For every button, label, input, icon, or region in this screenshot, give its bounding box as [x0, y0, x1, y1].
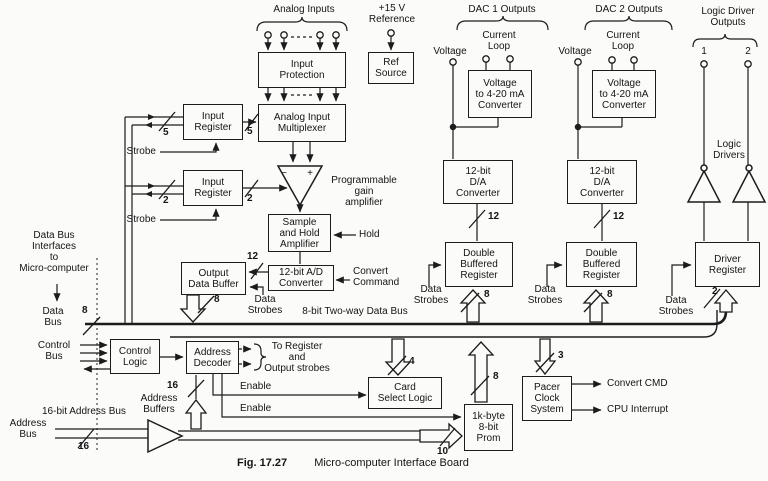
box-input-protection: Input Protection [258, 52, 346, 88]
width-10-prom-address: 10 [437, 446, 449, 457]
width-8-prom: 8 [493, 371, 499, 382]
driver-inverter-bubble-1 [700, 164, 708, 172]
width-12-dac2: 12 [613, 211, 625, 222]
width-8-dbr1: 8 [484, 289, 490, 300]
width-4-card-select: 4 [409, 356, 415, 367]
label-address-bus: Address Bus [9, 418, 47, 440]
label-data-strobes-buffer: Data Strobes [247, 294, 283, 316]
box-v-to-i-converter-2: Voltage to 4-20 mA Converter [592, 70, 656, 118]
label-dac1-outputs: DAC 1 Outputs [468, 4, 536, 15]
label-control-bus: Control Bus [37, 340, 71, 362]
label-convert-cmd: Convert CMD [607, 378, 668, 389]
figure-caption: Fig. 17.27 Micro-computer Interface Boar… [237, 457, 469, 469]
box-prom: 1k-byte 8-bit Prom [464, 404, 513, 451]
width-8-dbr2: 8 [607, 289, 613, 300]
box-output-data-buffer: Output Data Buffer [181, 262, 246, 295]
label-hold: Hold [359, 229, 380, 240]
box-card-select-logic: Card Select Logic [368, 377, 442, 409]
label-programmable-gain-amplifier: Programmable gain amplifier [331, 175, 397, 208]
label-data-bus: Data Bus [42, 306, 64, 328]
width-2-driver-register: 2 [712, 286, 718, 297]
logic-driver-triangle-1 [686, 169, 722, 203]
label-voltage-1: Voltage [433, 46, 467, 57]
pga-triangle [276, 165, 324, 207]
width-8-buffer-bus: 8 [214, 294, 220, 305]
box-ref-source: Ref Source [368, 52, 414, 84]
hollow-bus-arrows [179, 288, 739, 450]
label-data-strobes-dbr2: Data Strobes [527, 284, 563, 306]
width-8-data-bus: 8 [82, 305, 88, 316]
box-double-buffered-register-1: Double Buffered Register [445, 242, 513, 287]
wires [53, 36, 749, 441]
label-current-loop-1: Current Loop [482, 30, 516, 52]
label-address-buffers: Address Buffers [140, 393, 178, 415]
width-2-reg2-pga: 2 [247, 193, 253, 204]
label-output-1: 1 [701, 46, 707, 57]
width-5-bus-reg1: 5 [163, 127, 169, 138]
label-logic-drivers: Logic Drivers [713, 139, 745, 161]
figure-title: Micro-computer Interface Board [314, 457, 469, 469]
label-16bit-address-bus: 16-bit Address Bus [42, 406, 126, 417]
label-strobe-2: Strobe [126, 214, 156, 225]
box-address-decoder: Address Decoder [186, 341, 239, 374]
label-enable-1: Enable [240, 381, 272, 392]
box-input-register-2: Input Register [183, 170, 243, 206]
driver-inverter-bubble-2 [745, 164, 753, 172]
width-12-dac1: 12 [488, 211, 500, 222]
box-driver-register: Driver Register [695, 242, 760, 287]
label-output-2: 2 [745, 46, 751, 57]
box-pacer-clock-system: Pacer Clock System [522, 376, 572, 421]
box-dac-2: 12-bit D/A Converter [567, 160, 637, 204]
box-double-buffered-register-2: Double Buffered Register [566, 242, 637, 287]
label-convert-command: Convert Command [353, 266, 400, 288]
label-enable-2: Enable [240, 403, 272, 414]
address-buffer-triangle [147, 418, 184, 454]
io-terminals [264, 29, 752, 131]
amplifier-triangles [147, 164, 767, 454]
label-dac2-outputs: DAC 2 Outputs [595, 4, 663, 15]
width-3-pacer: 3 [558, 350, 564, 361]
box-v-to-i-converter-1: Voltage to 4-20 mA Converter [468, 70, 532, 118]
box-analog-input-multiplexer: Analog Input Multiplexer [258, 104, 346, 142]
width-16-decoder: 16 [167, 380, 179, 391]
label-voltage-2: Voltage [558, 46, 592, 57]
box-sample-hold-amplifier: Sample and Hold Amplifier [268, 214, 331, 252]
label-15v-reference: +15 V Reference [368, 3, 416, 25]
figure-number: Fig. 17.27 [237, 457, 288, 469]
label-current-loop-2: Current Loop [606, 30, 640, 52]
width-16-address-bus: 16 [78, 441, 90, 452]
label-cpu-interrupt: CPU Interrupt [607, 404, 669, 415]
bidirectional-arrowheads [145, 114, 155, 197]
box-control-logic: Control Logic [110, 339, 160, 374]
width-12-adc-buffer: 12 [247, 251, 259, 262]
pga-plus-input: + [307, 168, 313, 179]
bus-width-slashes [77, 111, 721, 449]
box-dac-1: 12-bit D/A Converter [443, 160, 513, 204]
logic-driver-triangle-2 [731, 169, 767, 203]
label-to-register-output-strobes: To Register and Output strobes [264, 341, 330, 374]
label-strobe-1: Strobe [126, 146, 156, 157]
label-data-strobes-driver: Data Strobes [658, 295, 694, 317]
width-5-reg1-mux: 5 [247, 126, 253, 137]
label-data-bus-interfaces: Data Bus Interfaces to Micro-computer [19, 230, 89, 274]
box-input-register-1: Input Register [183, 104, 243, 140]
box-adc: 12-bit A/D Converter [268, 265, 334, 291]
terminal-group-braces [253, 15, 758, 371]
label-analog-inputs: Analog Inputs [273, 4, 335, 15]
pga-minus-input: − [281, 168, 287, 179]
label-data-strobes-dbr1: Data Strobes [413, 284, 449, 306]
width-2-bus-reg2: 2 [163, 195, 169, 206]
label-logic-driver-outputs: Logic Driver Outputs [701, 6, 755, 28]
label-8bit-two-way-data-bus: 8-bit Two-way Data Bus [302, 306, 408, 317]
